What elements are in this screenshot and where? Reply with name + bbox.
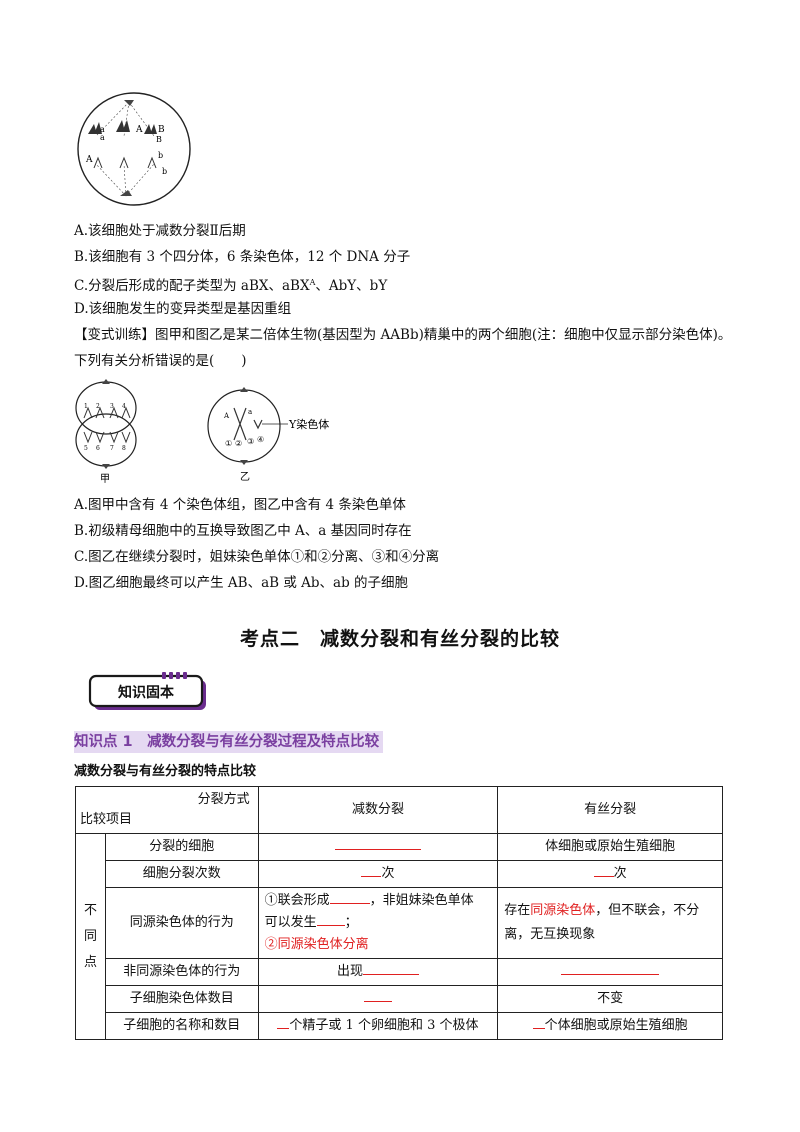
mitosis-cell: 次 xyxy=(497,860,723,888)
jia-number: 3 xyxy=(110,403,114,410)
meiosis-cell: 个精子或 1 个卵细胞和 3 个极体 xyxy=(257,1012,499,1040)
group-label: 不同点 xyxy=(75,833,106,1040)
jia-number: 6 xyxy=(96,445,100,452)
jia-number: 7 xyxy=(110,445,114,452)
meiosis-cell xyxy=(257,985,499,1013)
knowledge-point-title: 知识点 1 减数分裂与有丝分裂过程及特点比较 xyxy=(74,731,384,753)
table-row: 同源染色体的行为 ①联会形成，非姐妹染色单体 可以发生； ②同源染色体分离 存在… xyxy=(76,887,723,959)
table-caption: 减数分裂与有丝分裂的特点比较 xyxy=(74,764,257,779)
fig1-label: A xyxy=(85,155,93,165)
table-row: 细胞分裂次数 次 次 xyxy=(76,860,723,888)
meiosis-cell: ①联会形成，非姐妹染色单体 可以发生； ②同源染色体分离 xyxy=(257,887,499,959)
yi-label: a xyxy=(248,408,252,416)
row-item: 细胞分裂次数 xyxy=(104,860,259,888)
jia-number: 4 xyxy=(122,403,126,410)
row-item: 同源染色体的行为 xyxy=(104,887,259,959)
row-item: 子细胞染色体数目 xyxy=(104,985,259,1013)
yi-label: ② xyxy=(235,439,242,448)
fig1-label: a xyxy=(100,133,105,142)
y-chromosome-label: Y染色体 xyxy=(288,417,329,431)
table-row: 子细胞染色体数目 不变 xyxy=(76,985,723,1013)
mitosis-cell: 不变 xyxy=(497,985,723,1013)
option-a: A.图甲中含有 4 个染色体组，图乙中含有 4 条染色单体 xyxy=(74,497,406,513)
meiosis-cell xyxy=(257,833,499,861)
mitosis-cell: 个体细胞或原始生殖细胞 xyxy=(497,1012,723,1040)
fig1-label: B xyxy=(158,125,165,135)
table-row: 不同点 分裂的细胞 体细胞或原始生殖细胞 xyxy=(75,833,723,1040)
variant-question-text: 【变式训练】图甲和图乙是某二倍体生物(基因型为 AABb)精巢中的两个细胞(注：… xyxy=(74,327,732,369)
option-a: A.该细胞处于减数分裂Ⅱ后期 xyxy=(74,223,246,239)
yi-label: ④ xyxy=(257,435,264,444)
label-yi: 乙 xyxy=(240,471,250,483)
fig1-label: A xyxy=(135,125,143,135)
section-title: 考点二 减数分裂和有丝分裂的比较 xyxy=(239,628,560,650)
fig1-label: a xyxy=(100,125,105,134)
option-d: D.图乙细胞最终可以产生 AB、aB 或 Ab、ab 的子细胞 xyxy=(74,575,409,591)
yi-label: ③ xyxy=(247,437,254,446)
knowledge-badge: 知识固本 xyxy=(88,672,206,710)
mitosis-cell: 体细胞或原始生殖细胞 xyxy=(497,833,723,861)
option-d: D.该细胞发生的变异类型是基因重组 xyxy=(74,301,292,317)
header-meiosis: 减数分裂 xyxy=(257,786,499,834)
row-item: 非同源染色体的行为 xyxy=(104,958,259,986)
header-mitosis: 有丝分裂 xyxy=(497,786,723,834)
fig1-label: b xyxy=(158,151,163,160)
option-b: B.该细胞有 3 个四分体，6 条染色体，12 个 DNA 分子 xyxy=(74,249,411,265)
question1-options: A.该细胞处于减数分裂Ⅱ后期 B.该细胞有 3 个四分体，6 条染色体，12 个… xyxy=(74,218,734,322)
fig1-label: b xyxy=(162,167,167,176)
table-header-row: 分裂方式 比较项目 减数分裂 有丝分裂 xyxy=(75,786,723,834)
table-row: 子细胞的名称和数目 个精子或 1 个卵细胞和 3 个极体 个体细胞或原始生殖细胞 xyxy=(76,1012,723,1040)
badge-text: 知识固本 xyxy=(118,684,175,701)
header-bottom-left: 比较项目 xyxy=(80,812,133,827)
jia-number: 8 xyxy=(122,445,126,452)
yi-label: ① xyxy=(225,439,232,448)
option-c: C.图乙在继续分裂时，姐妹染色单体①和②分离、③和④分离 xyxy=(74,549,440,565)
cell-diagram-2: 1 2 3 4 5 6 7 8 甲 A a ① ② ③ ④ Y染色体 乙 xyxy=(75,379,329,485)
label-jia: 甲 xyxy=(100,474,110,485)
meiosis-cell: 出现 xyxy=(257,958,499,986)
fig1-label: B xyxy=(156,135,162,144)
table-row: 非同源染色体的行为 出现 xyxy=(76,958,723,986)
jia-number: 1 xyxy=(84,403,88,410)
meiosis-cell: 次 xyxy=(257,860,499,888)
mitosis-cell: 存在同源染色体，但不联会，不分离，无互换现象 xyxy=(497,887,723,959)
row-item: 子细胞的名称和数目 xyxy=(104,1012,259,1040)
mitosis-cell xyxy=(497,958,723,986)
option-b: B.初级精母细胞中的互换导致图乙中 A、a 基因同时存在 xyxy=(74,523,412,539)
row-item: 分裂的细胞 xyxy=(104,833,259,861)
header-top-right: 分裂方式 xyxy=(197,792,250,807)
jia-number: 2 xyxy=(96,403,100,410)
option-c: C.分裂后形成的配子类型为 aBX、aBXA、AbY、bY xyxy=(74,278,388,294)
yi-label: A xyxy=(223,412,230,420)
header-diagonal-cell: 分裂方式 比较项目 xyxy=(75,786,259,834)
question2-options: A.图甲中含有 4 个染色体组，图乙中含有 4 条染色单体 B.初级精母细胞中的… xyxy=(74,492,734,596)
comparison-table: 分裂方式 比较项目 减数分裂 有丝分裂 不同点 分裂的细胞 体细胞或原始生殖细胞… xyxy=(75,786,723,1040)
jia-number: 5 xyxy=(84,445,88,452)
cell-diagram-1: a a A B B A b b xyxy=(77,92,191,206)
